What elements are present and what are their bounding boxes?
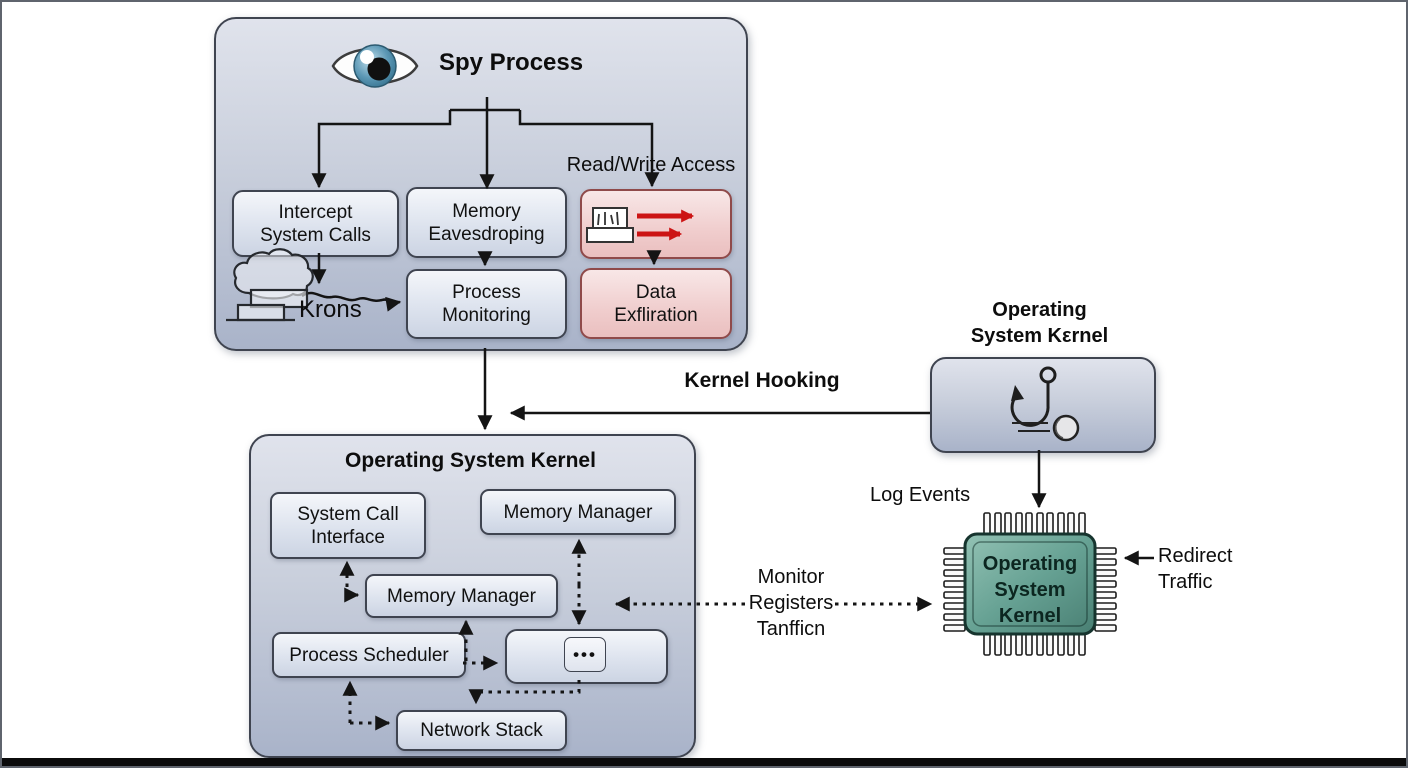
chip-label-line: System [994,579,1066,601]
os-kernel-panel-title: Operating System Kernel [345,449,596,472]
hook-module-title-line: System Kεrnel [970,325,1109,347]
redirect-traffic-line: Redirect [1158,545,1233,567]
node-process-scheduler: Process Scheduler [272,632,466,678]
monitor-registers-label: Monitor Registers Tanfficn [733,564,849,642]
node-system-call-interface: System Call Interface [270,492,426,559]
node-label: Memory Manager [387,585,536,607]
ellipsis-dots: ••• [573,644,597,664]
redirect-traffic-label: Redirect Traffic [1158,543,1232,595]
hook-module-title: Operating System Kεrnel [932,297,1147,349]
node-label: System Calls [260,224,371,246]
monitor-registers-line: Registers [746,590,836,616]
node-label: Process [452,282,521,303]
ellipsis-inner-box: ••• [564,637,606,672]
node-label: Process Scheduler [289,644,449,666]
monitor-registers-line: Monitor [755,564,827,590]
bottom-border-bar [2,758,1406,766]
monitor-registers-line: Tanfficn [754,616,828,642]
node-data-exfiltration: Data Exfliration [580,268,732,339]
spy-process-title: Spy Process [439,49,584,76]
node-label: Interface [311,526,385,548]
chip-label: Operating System Kernel [965,551,1095,629]
node-read-write-transfer [580,189,732,259]
chip-label-line: Kernel [998,605,1062,627]
node-label: System Call [297,503,399,525]
node-label: Network Stack [420,720,543,741]
kernel-hook-module-box [930,357,1156,453]
node-label: Monitoring [442,305,531,326]
node-process-monitoring: Process Monitoring [406,269,567,339]
node-label: Memory Manager [503,501,653,523]
node-label: Memory [452,200,521,222]
chip-label-line: Operating [982,553,1078,575]
node-memory-eavesdropping: Memory Eavesdroping [406,187,567,258]
log-events-label: Log Events [870,484,971,506]
read-write-access-label: Read/Write Access [566,154,736,176]
node-memory-manager-mid: Memory Manager [365,574,558,618]
node-network-stack: Network Stack [396,710,567,751]
hook-module-title-line: Operating [992,299,1087,321]
kernel-hooking-label: Kernel Hooking [684,369,840,392]
node-intercept-system-calls: Intercept System Calls [232,190,399,257]
node-label: Eavesdroping [428,223,545,245]
krons-label: Krons [299,296,362,323]
node-memory-manager-top: Memory Manager [480,489,676,535]
node-label: Data [635,281,677,303]
redirect-traffic-line: Traffic [1158,571,1213,593]
node-label: Intercept [278,201,353,223]
node-label: Exfliration [614,304,698,326]
